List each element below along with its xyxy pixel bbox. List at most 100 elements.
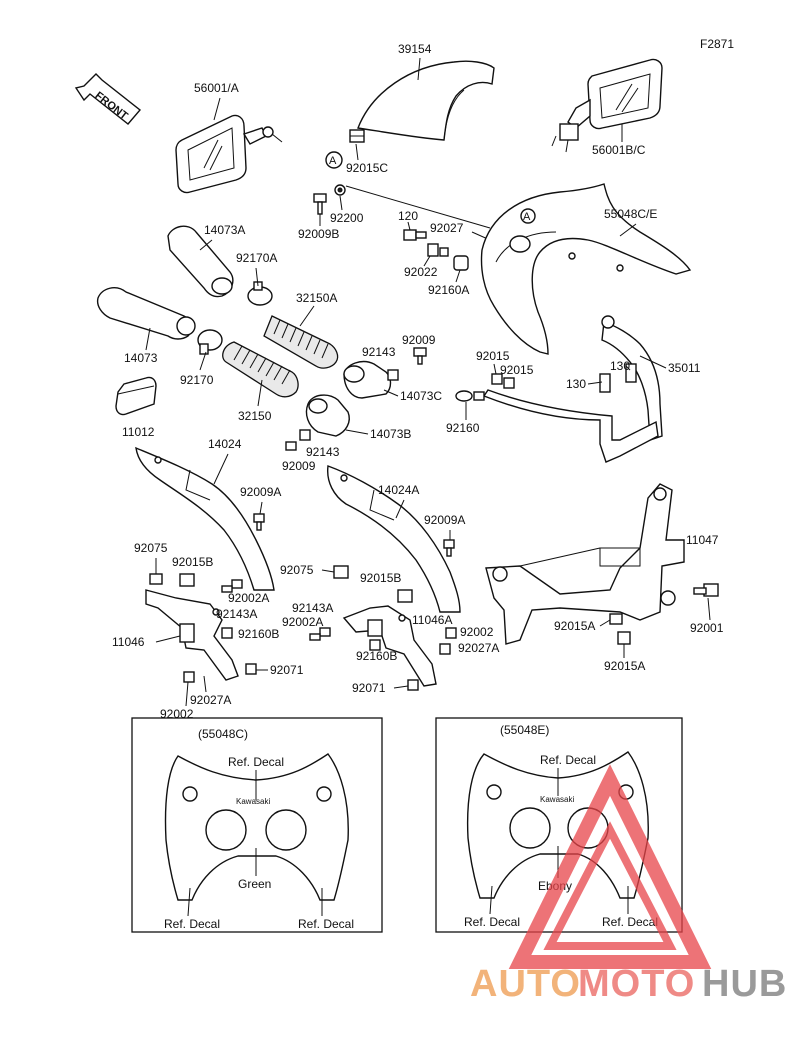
label-56001A: 56001/A [194,81,239,95]
label-92075-mid: 92075 [280,563,314,577]
watermark-text-moto: MOTO [578,963,695,1005]
clamp-92170 [197,329,223,355]
label-92002-right: 92002 [460,625,494,639]
bolt-92002A-left [221,579,243,593]
label-92143A-left: 92143A [216,607,257,621]
washer-92200 [334,184,346,196]
label-14073C: 14073C [400,389,442,403]
label-32150: 32150 [238,409,272,423]
label-11046: 11046 [112,635,145,649]
label-92009B: 92009B [298,227,339,241]
label-92027A-right: 92027A [458,641,499,655]
variant-left-brand: Kawasaki [236,797,270,806]
nut-92015A-a [609,613,623,625]
nut-92015B-left [179,573,195,587]
variant-right-ref-decal-top: Ref. Decal [540,753,596,767]
bolt-92002A-mid [309,627,331,641]
label-92002-left: 92002 [160,707,194,721]
bolt-92143-mid [299,429,311,441]
label-56001BC: 56001B/C [592,143,646,157]
label-92143A-mid: 92143A [292,601,333,615]
bolt-92071-mid [407,679,419,691]
watermark-triangle-inner-icon [543,821,677,950]
bolt-92002-left [183,671,195,683]
label-130-a: 130 [610,359,630,373]
label-130-b: 130 [566,377,586,391]
screw-120 [403,229,427,241]
variant-left-ref-decal-top: Ref. Decal [228,755,284,769]
screw-92009A-left [253,513,265,531]
bracket-11046 [145,589,239,681]
label-92160B-mid: 92160B [356,649,397,663]
label-92143-top: 92143 [362,345,396,359]
label-55048CE: 55048C/E [604,207,657,221]
label-39154: 39154 [398,42,432,56]
variant-box-55048C: (55048C) Ref. Decal Kawasaki Green Ref. … [131,717,383,933]
clamp-92170A [247,281,273,306]
inner-panel-14024 [135,446,275,591]
inner-panel-14024A [327,465,461,613]
label-92022: 92022 [404,265,438,279]
label-92015B-left: 92015B [172,555,213,569]
label-92015A-a: 92015A [554,619,595,633]
mirror-left [175,114,283,194]
watermark-triangle-icon [508,764,712,969]
upper-cowl: A [480,183,692,355]
label-32150A: 32150A [296,291,337,305]
front-arrow-icon: FRONT [74,73,142,125]
screw-92009A-right [443,539,455,557]
variant-left-ref-decal-left: Ref. Decal [164,917,220,931]
label-92160A: 92160A [428,283,469,297]
figure-code: F2871 [700,37,734,51]
label-92015-a: 92015 [476,349,510,363]
label-92015A-b: 92015A [604,659,645,673]
label-92027: 92027 [430,221,464,235]
variant-left-ref-decal-right: Ref. Decal [298,917,354,931]
hose-32150 [222,341,299,398]
label-92015B-mid: 92015B [360,571,401,585]
watermark-text-auto: AUTO [470,963,581,1005]
label-14024A: 14024A [378,483,419,497]
screw-92009-mid [285,441,297,451]
label-92009-mid: 92009 [282,459,316,473]
label-92160B-left: 92160B [238,627,279,641]
circle-marker-a-cowl: A [523,211,531,223]
grommet-92160A [453,255,469,271]
bolt-92071-left [245,663,257,675]
label-92015C: 92015C [346,161,388,175]
label-92001: 92001 [690,621,724,635]
nut-92075-left [149,573,163,585]
label-14073B: 14073B [370,427,411,441]
label-14073: 14073 [124,351,158,365]
mirror-right [551,58,663,153]
nut-92015-b [503,377,515,389]
variant-right-ref-decal-right: Ref. Decal [602,915,658,929]
nut-92075-mid [333,565,349,579]
label-92075-left: 92075 [134,541,168,555]
windshield [357,60,495,141]
label-92071-mid: 92071 [352,681,386,695]
bolt-92143-top [387,369,399,381]
circle-marker-a-top-label: A [329,155,337,167]
bolt-92027A-right [439,643,451,655]
label-14073A: 14073A [204,223,245,237]
label-11046A: 11046A [412,613,452,627]
label-92170A: 92170A [236,251,277,265]
duct-14073B [305,394,350,437]
label-11047: 11047 [686,533,719,547]
grommet-92160B-mid [369,639,381,651]
label-92002A-mid: 92002A [282,615,323,629]
label-92071-left: 92071 [270,663,304,677]
cover-11012 [115,376,157,416]
label-92160: 92160 [446,421,480,435]
fairing-stay [482,315,663,463]
label-92170: 92170 [180,373,214,387]
bolt-92002-right [445,627,457,639]
fairing-frame-11047 [485,483,685,645]
variant-left-code: (55048C) [198,727,248,741]
label-92027A-left: 92027A [190,693,231,707]
variant-right-code: (55048E) [500,723,549,737]
label-92009-top: 92009 [402,333,436,347]
label-92200: 92200 [330,211,364,225]
